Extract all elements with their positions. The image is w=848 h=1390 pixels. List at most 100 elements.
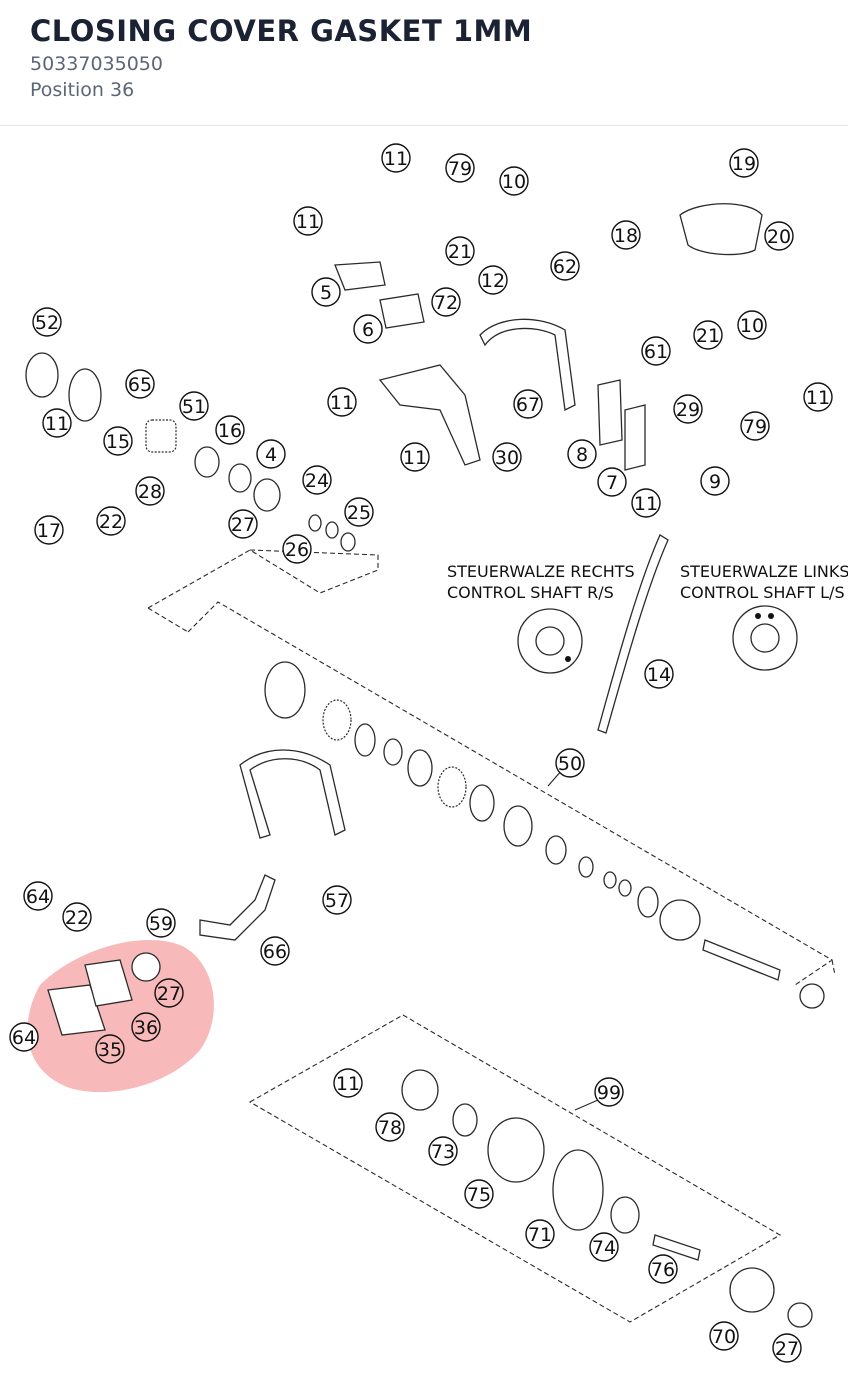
callout-22[interactable]: 22 [62,902,92,932]
callout-circle [641,336,671,366]
callout-66[interactable]: 66 [260,936,290,966]
callout-25[interactable]: 25 [344,497,374,527]
callout-number: 21 [448,241,472,263]
callout-number: 75 [467,1184,491,1206]
callout-circle [525,1219,555,1249]
callout-20[interactable]: 20 [764,221,794,251]
callout-50[interactable]: 50 [555,748,585,778]
callout-36[interactable]: 36 [131,1012,161,1042]
callout-76[interactable]: 76 [648,1254,678,1284]
shaft-label-right-en: CONTROL SHAFT R/S [447,583,614,602]
callout-number: 19 [732,153,756,175]
part-sketches [25,203,825,1328]
callout-14[interactable]: 14 [644,659,674,689]
callout-65[interactable]: 65 [125,369,155,399]
callout-number: 11 [384,148,408,170]
callout-19[interactable]: 19 [729,148,759,178]
callout-circle [256,439,286,469]
callout-11[interactable]: 11 [293,206,323,236]
callout-circle [302,465,332,495]
callout-7[interactable]: 7 [597,467,627,497]
callout-number: 16 [218,420,242,442]
callout-51[interactable]: 51 [179,391,209,421]
shaft-label-left-de: STEUERWALZE LINKS [680,562,848,581]
callout-circle [589,1232,619,1262]
callout-11[interactable]: 11 [381,143,411,173]
callout-11[interactable]: 11 [42,408,72,438]
callout-52[interactable]: 52 [32,307,62,337]
callout-72[interactable]: 72 [431,287,461,317]
callout-27[interactable]: 27 [228,509,258,539]
callout-71[interactable]: 71 [525,1219,555,1249]
callout-62[interactable]: 62 [550,251,580,281]
callout-number: 6 [362,319,374,341]
callout-11[interactable]: 11 [333,1068,363,1098]
callout-9[interactable]: 9 [700,466,730,496]
callout-21[interactable]: 21 [445,236,475,266]
callout-64[interactable]: 64 [9,1022,39,1052]
callout-21[interactable]: 21 [693,320,723,350]
callout-10[interactable]: 10 [737,310,767,340]
callout-11[interactable]: 11 [400,442,430,472]
callout-circle [282,534,312,564]
callout-74[interactable]: 74 [589,1232,619,1262]
callout-number: 21 [696,325,720,347]
callout-15[interactable]: 15 [103,426,133,456]
callout-59[interactable]: 59 [146,908,176,938]
callout-28[interactable]: 28 [135,476,165,506]
callout-70[interactable]: 70 [709,1321,739,1351]
callout-number: 59 [149,913,173,935]
callout-10[interactable]: 10 [499,166,529,196]
callout-11[interactable]: 11 [327,387,357,417]
callout-number: 74 [592,1237,616,1259]
part-position: Position 36 [30,79,135,101]
callout-6[interactable]: 6 [353,314,383,344]
callout-12[interactable]: 12 [478,265,508,295]
callout-number: 29 [676,399,700,421]
callout-circle [594,1077,624,1107]
callout-57[interactable]: 57 [322,885,352,915]
callout-61[interactable]: 61 [641,336,671,366]
callout-11[interactable]: 11 [803,382,833,412]
callout-67[interactable]: 67 [513,389,543,419]
callout-75[interactable]: 75 [464,1179,494,1209]
callout-circle [62,902,92,932]
callout-73[interactable]: 73 [428,1136,458,1166]
callout-circle [9,1022,39,1052]
callout-18[interactable]: 18 [611,220,641,250]
callout-64[interactable]: 64 [23,881,53,911]
callout-16[interactable]: 16 [215,415,245,445]
callout-circle [311,277,341,307]
callout-number: 11 [336,1073,360,1095]
callout-number: 11 [330,392,354,414]
callout-79[interactable]: 79 [740,411,770,441]
callout-circle [228,509,258,539]
callout-circle [333,1068,363,1098]
callout-number: 20 [767,226,791,248]
callout-29[interactable]: 29 [673,394,703,424]
callout-35[interactable]: 35 [95,1034,125,1064]
callout-8[interactable]: 8 [567,439,597,469]
callout-22[interactable]: 22 [96,506,126,536]
callout-circle [673,394,703,424]
callout-78[interactable]: 78 [375,1112,405,1142]
callout-79[interactable]: 79 [445,153,475,183]
callout-circle [478,265,508,295]
callout-99[interactable]: 99 [594,1077,624,1107]
part-number: 50337035050 [30,53,163,75]
callout-4[interactable]: 4 [256,439,286,469]
callout-5[interactable]: 5 [311,277,341,307]
callout-number: 67 [516,394,540,416]
callout-27[interactable]: 27 [154,978,184,1008]
callout-17[interactable]: 17 [34,515,64,545]
callout-27[interactable]: 27 [772,1333,802,1363]
callout-11[interactable]: 11 [631,488,661,518]
callout-30[interactable]: 30 [492,442,522,472]
callout-circle [464,1179,494,1209]
callout-circle [611,220,641,250]
callout-circle [215,415,245,445]
callout-26[interactable]: 26 [282,534,312,564]
callout-circle [103,426,133,456]
callout-24[interactable]: 24 [302,465,332,495]
callout-circle [729,148,759,178]
